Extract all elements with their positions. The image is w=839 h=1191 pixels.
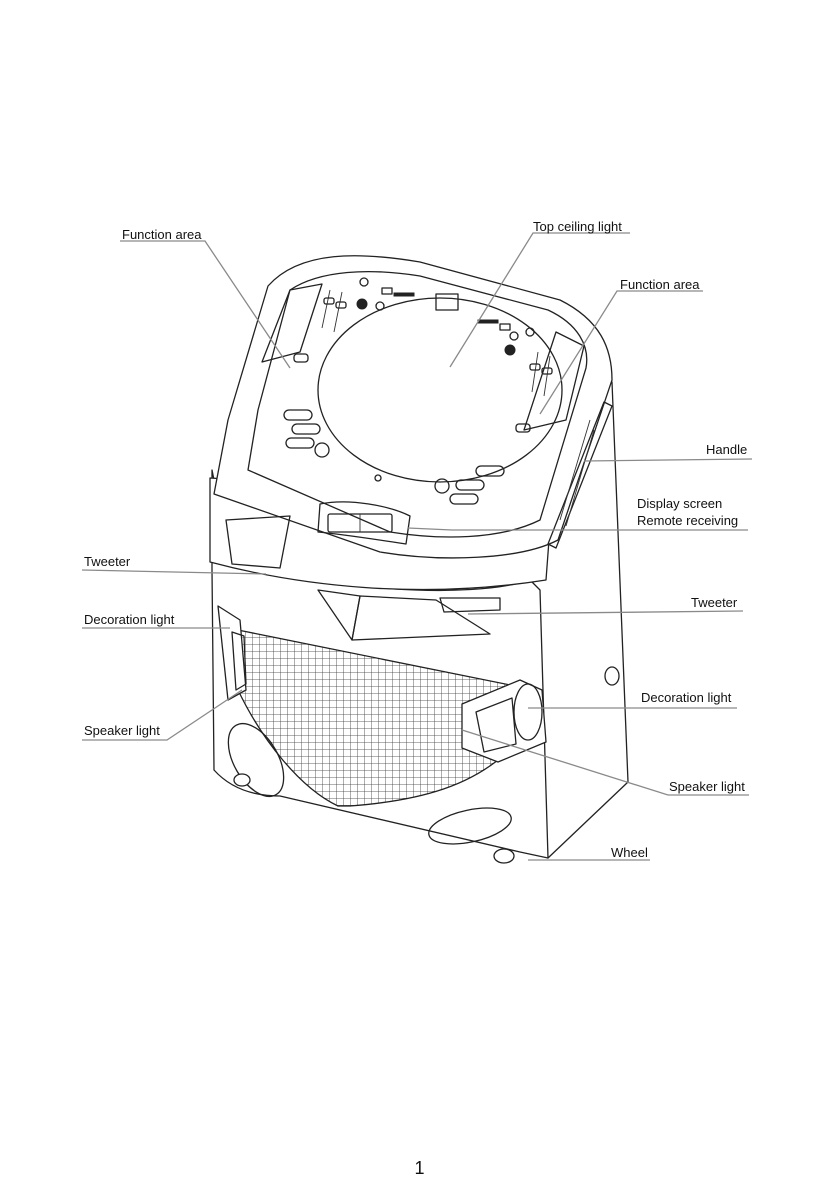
label-speaker-light-left: Speaker light xyxy=(84,723,160,738)
label-function-area-right: Function area xyxy=(620,277,700,292)
label-speaker-light-right: Speaker light xyxy=(669,779,745,794)
label-function-area-left: Function area xyxy=(122,227,202,242)
label-remote-receiving: Remote receiving xyxy=(637,513,738,528)
label-top-ceiling-light: Top ceiling light xyxy=(533,219,622,234)
label-handle: Handle xyxy=(706,442,747,457)
page-number: 1 xyxy=(0,1158,839,1179)
label-decoration-light-left: Decoration light xyxy=(84,612,174,627)
label-wheel: Wheel xyxy=(611,845,648,860)
label-tweeter-left: Tweeter xyxy=(84,554,130,569)
label-tweeter-right: Tweeter xyxy=(691,595,737,610)
label-decoration-light-right: Decoration light xyxy=(641,690,731,705)
label-display-screen: Display screen xyxy=(637,496,722,511)
